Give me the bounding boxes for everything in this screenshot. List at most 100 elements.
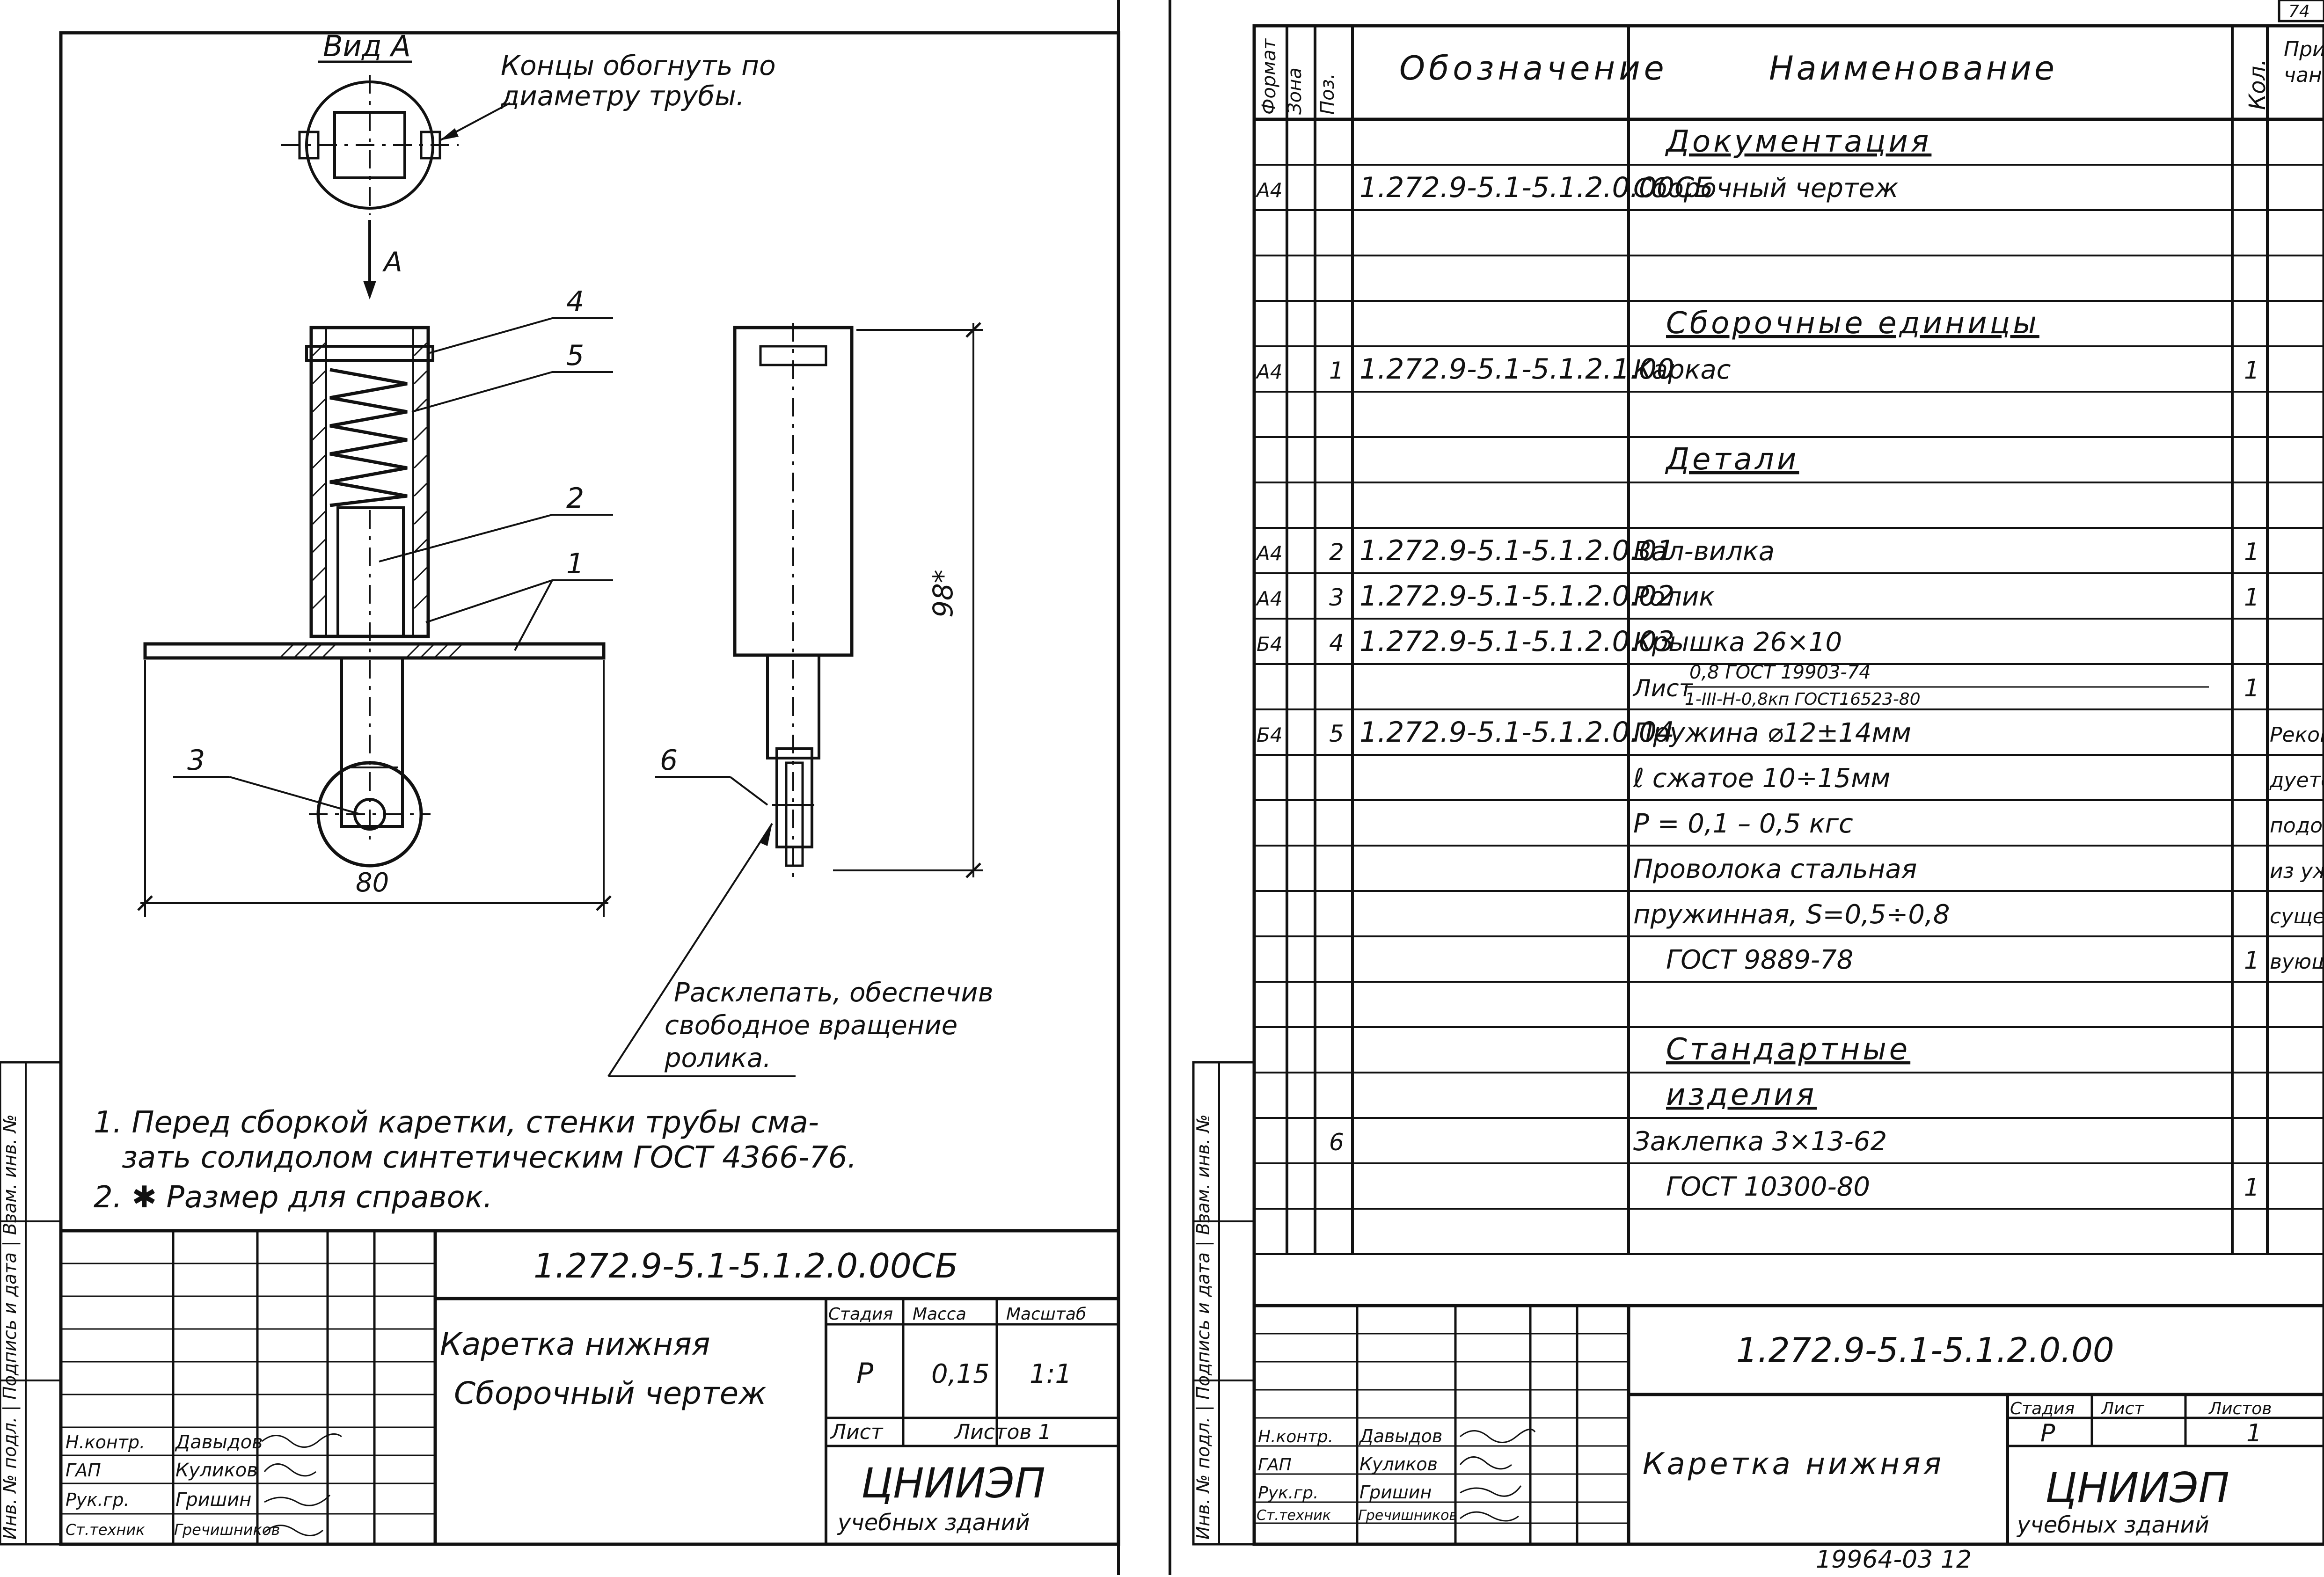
drawing-sheet-assembly: Инв. № подл. | Подпись и дата | Взам. ин… — [0, 0, 1161, 1575]
spec-table-frame — [1252, 24, 2324, 1546]
assembly-main-view: 80 4 5 2 1 3 — [137, 285, 613, 917]
spec-section-title: Документация — [1665, 124, 1931, 159]
right-sheets: 1 — [2246, 1419, 2262, 1447]
left-name-line1: Каретка нижняя — [440, 1326, 710, 1362]
view-a-label: Вид А — [323, 29, 411, 63]
view-a-note-line1: Концы обогнуть по — [501, 50, 776, 81]
spec-name: Заклепка 3×13-62 — [1633, 1126, 1887, 1157]
spec-note: из уже — [2270, 859, 2324, 883]
spec-grid — [1254, 26, 2324, 1255]
spec-designation: 1.272.9-5.1-5.1.2.0.02 — [1359, 580, 1674, 613]
view-a-note-line2: диаметру трубы. — [500, 80, 745, 112]
right-signature-3 — [1460, 1485, 1522, 1497]
right-hdr-stage: Стадия — [2010, 1399, 2075, 1418]
right-signature-1 — [1460, 1428, 1536, 1443]
left-hdr-stage: Стадия — [828, 1305, 893, 1324]
spec-name: пружинная, S=0,5÷0,8 — [1633, 899, 1950, 930]
spec-name: Ролик — [1633, 582, 1715, 612]
spec-fraction-top: 0,8 ГОСТ 19903-74 — [1689, 662, 1871, 683]
spec-position: 4 — [1329, 629, 1344, 657]
right-designation: 1.272.9-5.1-5.1.2.0.00 — [1736, 1330, 2114, 1370]
spec-name: ГОСТ 9889-78 — [1666, 945, 1853, 975]
hdr-qty: Кол. — [2244, 59, 2271, 110]
signature-1 — [262, 1433, 342, 1448]
callout-6: 6 — [660, 744, 678, 777]
spec-name: P = 0,1 – 0,5 кгс — [1633, 809, 1853, 839]
spec-name: ГОСТ 10300-80 — [1666, 1172, 1870, 1202]
spec-position: 3 — [1329, 584, 1344, 611]
callout-5: 5 — [566, 339, 584, 372]
right-role-0: Н.контр. — [1258, 1427, 1333, 1446]
spec-name: Пружина ⌀12±14мм — [1633, 718, 1911, 748]
left-mass: 0,15 — [931, 1359, 990, 1389]
specification-sheet: 74 Инв. № подл. | Подпись и дата | Взам.… — [1161, 0, 2324, 1575]
right-person-2: Гришин — [1359, 1482, 1432, 1503]
left-role-1: ГАП — [66, 1460, 101, 1481]
specification-canvas: 74 Инв. № подл. | Подпись и дата | Взам.… — [1169, 0, 2324, 1575]
hdr-note-1: Приме- — [2284, 37, 2324, 61]
left-person-3: Гречишников — [174, 1521, 280, 1539]
spec-position: 6 — [1329, 1129, 1344, 1156]
assembly-side-view: 98* 6 Расклепать, обеспечив свободное вр… — [607, 322, 994, 1077]
spec-qty: 1 — [2244, 674, 2259, 702]
title-block-left-text: 1.272.9-5.1-5.1.2.0.00СБ Каретка нижняя … — [66, 1246, 1086, 1539]
spec-note: Рекомен — [2270, 723, 2324, 747]
spec-format: А4 — [1255, 542, 1282, 565]
left-scale: 1:1 — [1030, 1359, 1072, 1389]
spec-section-title: Стандартные — [1666, 1032, 1910, 1067]
left-name-line2: Сборочный чертеж — [454, 1375, 767, 1411]
dimension-80: 80 — [356, 868, 389, 898]
right-role-3: Ст.техник — [1257, 1507, 1331, 1524]
spec-fraction-prefix: Лист — [1632, 675, 1694, 702]
arrow-a-label: А — [382, 246, 402, 278]
signature-3 — [264, 1494, 331, 1506]
hdr-designation: Обозначение — [1399, 49, 1668, 88]
left-designation: 1.272.9-5.1-5.1.2.0.00СБ — [533, 1246, 958, 1285]
callout-4: 4 — [566, 285, 584, 318]
spec-format: Б4 — [1257, 633, 1283, 656]
side-stamp: Инв. № подл. | Подпись и дата | Взам. ин… — [0, 1061, 62, 1546]
rivet-note-line3: ролика. — [664, 1043, 771, 1073]
spec-fraction-bottom: 1-III-Н-0,8кп ГОСТ16523-80 — [1685, 690, 1921, 709]
spec-headers: Формат Зона Поз. Обозначение Наименовани… — [1258, 37, 2324, 115]
spec-format: А4 — [1255, 179, 1282, 202]
right-hdr-sheet: Лист — [2100, 1399, 2144, 1418]
left-person-0: Давыдов — [175, 1431, 263, 1453]
left-person-1: Куликов — [175, 1460, 258, 1481]
spec-qty: 1 — [2244, 538, 2259, 566]
note-1-line1: 1. Перед сборкой каретки, стенки трубы с… — [94, 1105, 819, 1140]
hdr-position: Поз. — [1317, 73, 1338, 115]
spec-qty: 1 — [2244, 1174, 2259, 1202]
assembly-notes: 1. Перед сборкой каретки, стенки трубы с… — [94, 1105, 857, 1215]
right-person-1: Куликов — [1359, 1454, 1438, 1475]
left-person-2: Гришин — [175, 1489, 251, 1511]
spec-qty: 1 — [2244, 947, 2259, 975]
rivet-note-line1: Расклепать, обеспечив — [674, 978, 994, 1008]
spec-section-title: Сборочные единицы — [1666, 306, 2039, 341]
spec-name: Крышка 26×10 — [1633, 627, 1842, 657]
spec-note: вующих — [2270, 950, 2324, 974]
signature-4 — [263, 1525, 324, 1536]
view-a: Вид А Концы обогнуть по диаметру трубы. … — [281, 29, 776, 299]
left-role-3: Ст.техник — [66, 1521, 145, 1539]
spec-format: А4 — [1255, 587, 1282, 610]
right-side-stamp: Инв. № подл. | Подпись и дата | Взам. ин… — [1192, 1061, 1256, 1546]
spec-name: ℓ сжатое 10÷15мм — [1633, 763, 1891, 794]
spec-designation: 1.272.9-5.1-5.1.2.0.00СБ — [1359, 171, 1713, 204]
footer-number: 19964-03 12 — [1816, 1546, 1972, 1574]
spec-name: Вал-вилка — [1633, 536, 1775, 567]
title-block-right — [1254, 1304, 2324, 1544]
hdr-note-2: чание — [2284, 63, 2324, 87]
spec-position: 1 — [1329, 357, 1344, 384]
rivet-note-line2: свободное вращение — [665, 1010, 957, 1041]
left-hdr-scale: Масштаб — [1006, 1305, 1086, 1324]
spec-note: подобрать — [2270, 814, 2324, 838]
spec-name: Проволока стальная — [1633, 854, 1917, 884]
spec-designation: 1.272.9-5.1-5.1.2.0.03 — [1359, 625, 1674, 658]
right-signature-4 — [1460, 1511, 1519, 1522]
spec-designation: 1.272.9-5.1-5.1.2.0.01 — [1359, 534, 1674, 567]
spec-note: дуется — [2269, 768, 2324, 792]
spec-section-title: изделия — [1666, 1078, 1817, 1112]
left-org-name: ЦНИИЭП — [861, 1459, 1045, 1507]
